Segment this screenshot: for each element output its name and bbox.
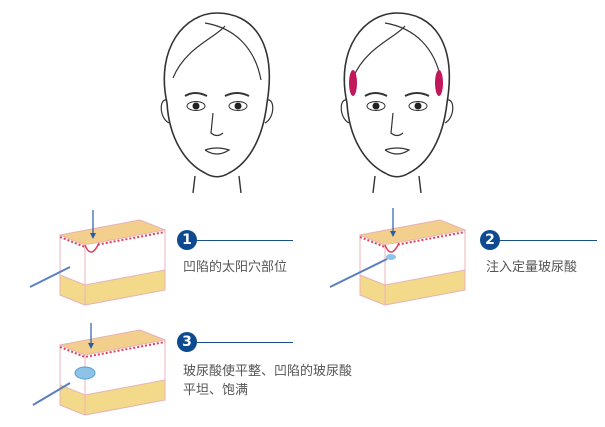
skin-block-filled xyxy=(32,323,175,425)
skin-block-injection xyxy=(329,208,475,315)
step-3-text-line2: 平坦、饱满 xyxy=(183,383,249,398)
step-1-line xyxy=(197,240,293,241)
skin-block-depressed xyxy=(29,210,175,315)
step-3-line xyxy=(197,342,293,343)
step-1-badge: 1 xyxy=(177,230,197,250)
step-3-badge: 3 xyxy=(177,332,197,352)
step-1-text: 凹陷的太阳穴部位 xyxy=(183,260,288,275)
face-before-illustration xyxy=(145,8,285,193)
step-3-text-line1: 玻尿酸使平整、凹陷的玻尿酸 xyxy=(183,364,353,379)
step-2-badge: 2 xyxy=(480,230,500,250)
temple-highlight-right xyxy=(435,70,443,96)
step-2-line xyxy=(500,240,597,241)
face-after-illustration xyxy=(325,8,465,193)
step-2-text: 注入定量玻尿酸 xyxy=(486,260,578,275)
temple-highlight-left xyxy=(349,70,357,96)
